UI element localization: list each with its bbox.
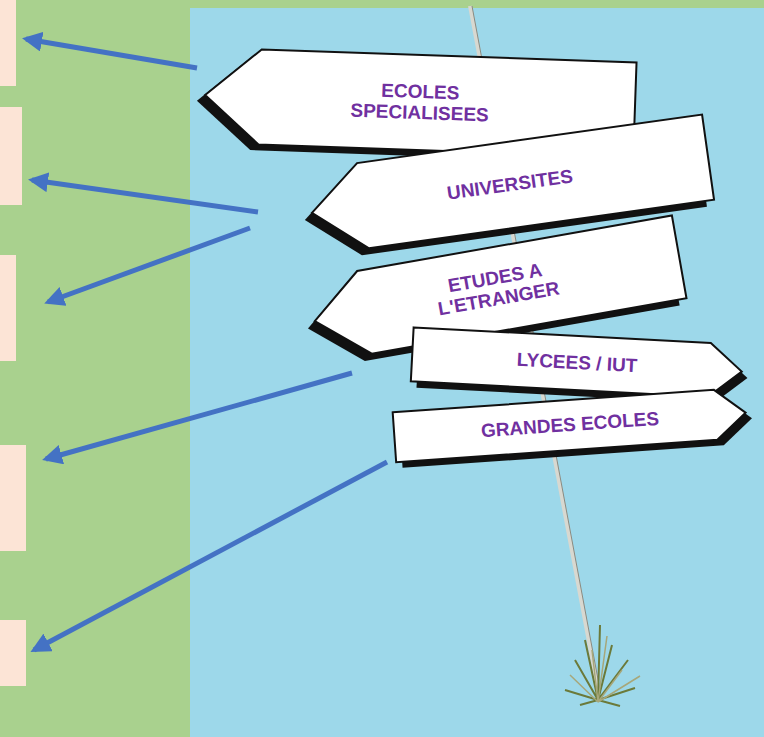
grass-tuft	[565, 625, 635, 706]
sky-panel	[190, 8, 764, 737]
empty-box	[0, 107, 22, 205]
sign-label: LYCEES / IUT	[516, 349, 638, 376]
sign-label: ECOLES SPECIALISEES	[334, 79, 505, 127]
sign-label: GRANDES ECOLES	[480, 408, 659, 441]
sign-label: UNIVERSITES	[446, 166, 574, 204]
leader-arrow	[34, 462, 387, 650]
empty-box	[0, 0, 16, 86]
leader-arrow	[48, 228, 250, 302]
empty-box	[0, 620, 26, 686]
grass-tuft-light	[570, 636, 640, 702]
empty-box	[0, 255, 16, 361]
sign-board	[393, 388, 748, 462]
sign-label: ETUDES A L'ETRANGER	[424, 256, 569, 321]
leader-arrow	[46, 373, 352, 459]
sign-board	[411, 327, 743, 398]
leader-arrow	[32, 180, 258, 212]
empty-box	[0, 445, 26, 551]
leader-arrow	[26, 39, 197, 68]
